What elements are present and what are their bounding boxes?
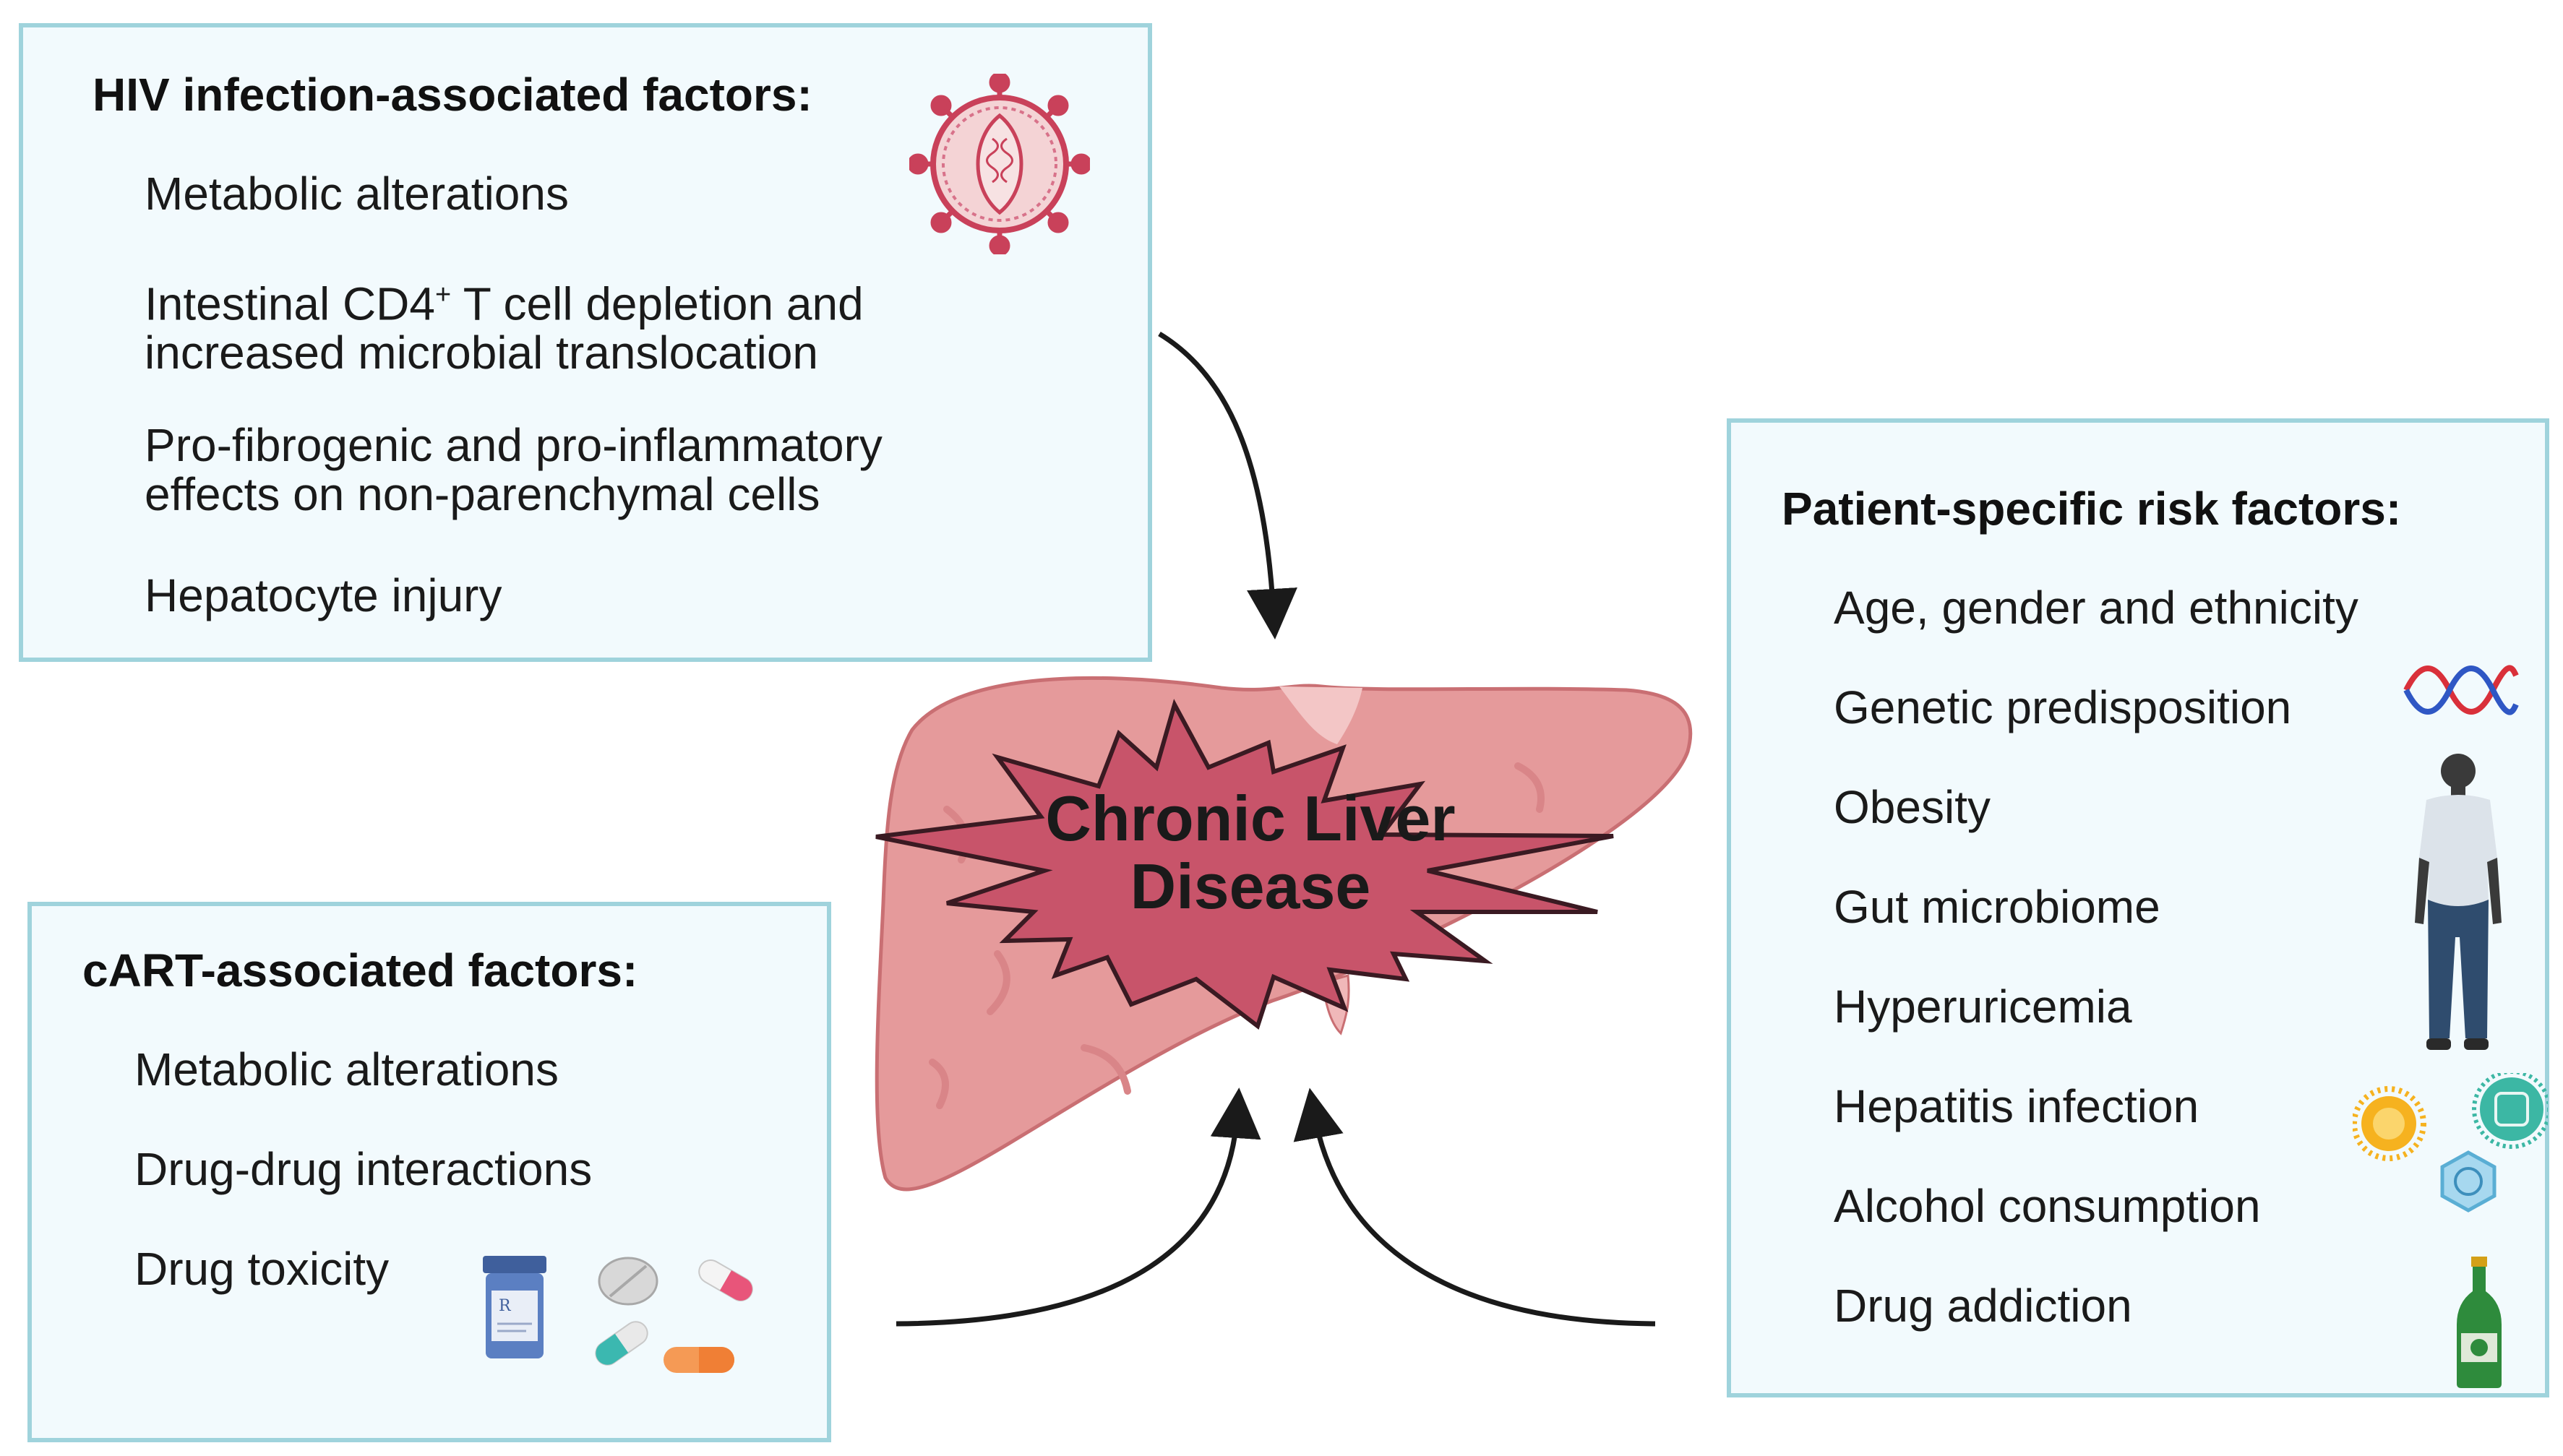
patient-factor-item: Genetic predisposition [1834, 681, 2292, 733]
disease-starburst [875, 699, 1614, 1030]
beer-bottle-icon [2457, 1257, 2502, 1388]
patient-factor-item: Gut microbiome [1834, 881, 2160, 933]
patient-factor-item: Drug addiction [1834, 1280, 2132, 1332]
patient-factor-item: Age, gender and ethnicity [1834, 582, 2358, 634]
hiv-factors-title: HIV infection-associated factors: [93, 69, 812, 121]
cart-factors-title: cART-associated factors: [82, 944, 638, 996]
hiv-virus-icon [909, 74, 1090, 254]
arrow-from-patient [1293, 1087, 1656, 1327]
tablet-icon [598, 1257, 658, 1306]
capsule-icon [595, 1321, 648, 1366]
cart-factor-item: Drug-drug interactions [134, 1143, 593, 1195]
center-title: Chronic Liver Disease [1045, 783, 1456, 922]
cart-factor-item: Drug toxicity [134, 1243, 390, 1295]
obese-person-icon [2415, 754, 2502, 1050]
capsule-icon [664, 1347, 734, 1373]
hiv-factor-item: Pro-fibrogenic and pro-inflammatory effe… [145, 419, 883, 520]
hiv-factor-item: Intestinal CD4+ T cell depletion and inc… [145, 277, 864, 379]
hiv-factor-item: Hepatocyte injury [145, 569, 502, 621]
pill-bottle-icon: R [483, 1256, 546, 1358]
patient-factors-title: Patient-specific risk factors: [1782, 483, 2402, 535]
cart-factor-item: Metabolic alterations [134, 1043, 559, 1095]
arrow-from-hiv [1158, 332, 1297, 639]
svg-text:R: R [499, 1297, 512, 1315]
patient-factor-item: Alcohol consumption [1834, 1180, 2261, 1232]
hiv-factors-box: HIV infection-associated factors: Metabo… [19, 23, 1152, 662]
arrow-from-cart [896, 1087, 1261, 1327]
dna-icon [2403, 665, 2519, 715]
hepatitis-virus-icon [2353, 1073, 2548, 1212]
capsule-icon [698, 1259, 753, 1301]
hiv-factor-item: Metabolic alterations [145, 168, 569, 220]
cart-factors-box: cART-associated factors: Metabolic alter… [27, 902, 831, 1442]
patient-factors-box: Patient-specific risk factors: Age, gend… [1727, 418, 2549, 1397]
patient-factor-item: Hepatitis infection [1834, 1080, 2199, 1132]
patient-factor-item: Hyperuricemia [1834, 981, 2132, 1033]
patient-factor-item: Obesity [1834, 781, 1991, 833]
